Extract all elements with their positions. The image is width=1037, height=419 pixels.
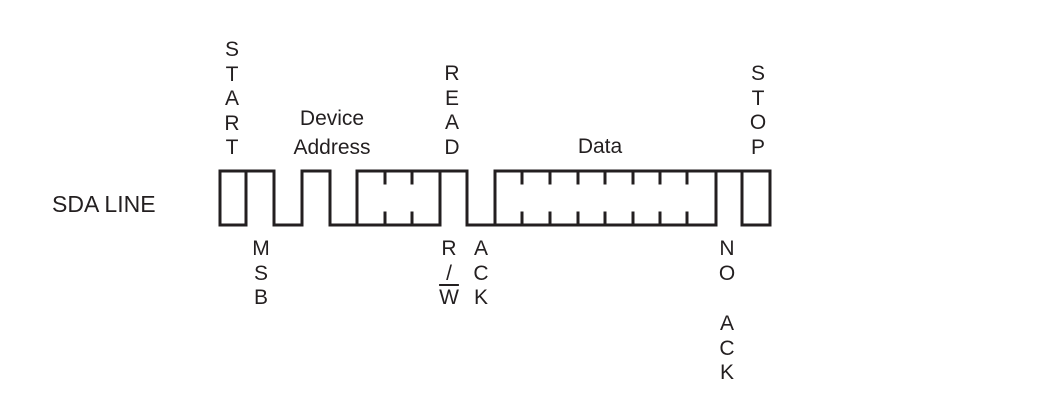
- sda-line-label: SDA LINE: [52, 191, 156, 217]
- data-label: Data: [577, 135, 623, 158]
- rw-label: R/W: [439, 237, 459, 309]
